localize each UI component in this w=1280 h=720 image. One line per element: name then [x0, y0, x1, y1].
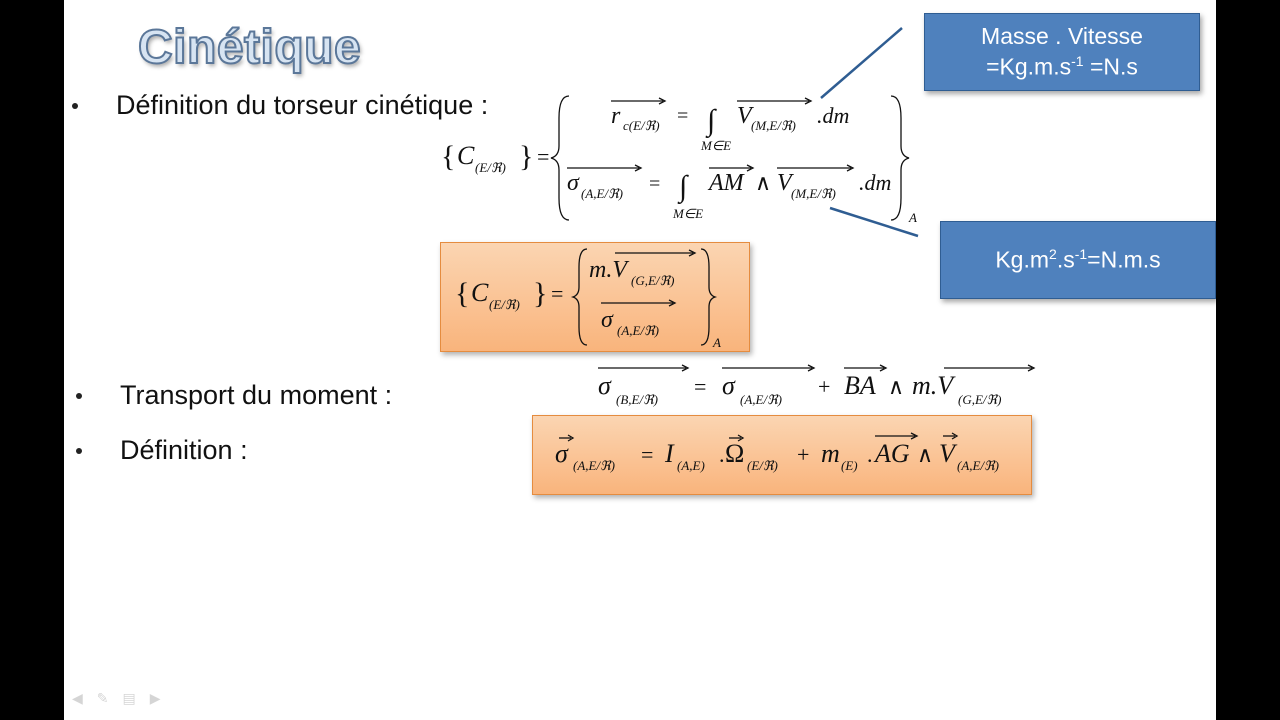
svg-text:A: A	[712, 335, 721, 350]
svg-text:m.V: m.V	[912, 371, 956, 400]
svg-text:Ω: Ω	[725, 439, 744, 468]
svg-text:∫: ∫	[677, 170, 689, 205]
svg-text:C: C	[457, 141, 475, 170]
bullet-text: Définition du torseur cinétique :	[116, 90, 489, 120]
svg-text:∧: ∧	[888, 374, 904, 399]
bullet-text: Définition :	[120, 435, 248, 465]
svg-text:(A,E/ℜ): (A,E/ℜ)	[957, 458, 999, 473]
formula-box-torseur: { C (E/ℜ) } = m.V (G,E/ℜ) σ (A,E/ℜ) A	[440, 242, 750, 352]
svg-text:{: {	[441, 140, 455, 173]
svg-text:V: V	[939, 439, 958, 468]
svg-text:c(E/ℜ): c(E/ℜ)	[623, 118, 660, 133]
svg-text:σ: σ	[555, 439, 569, 468]
svg-text:(A,E/ℜ): (A,E/ℜ)	[617, 323, 659, 338]
svg-text:σ: σ	[601, 307, 614, 333]
callout-moment-units: Kg.m2.s-1=N.m.s	[940, 221, 1216, 299]
svg-text:σ: σ	[567, 170, 580, 196]
svg-text:(M,E/ℜ): (M,E/ℜ)	[751, 118, 796, 133]
callout-line1: Masse . Vitesse	[981, 22, 1143, 49]
svg-text:}: }	[533, 277, 547, 310]
svg-text:+: +	[797, 442, 809, 467]
bullet-definition: Définition :	[76, 435, 248, 466]
svg-text:(A,E/ℜ): (A,E/ℜ)	[573, 458, 615, 473]
svg-text:=: =	[677, 105, 688, 127]
svg-text:V: V	[737, 103, 754, 129]
slide: Cinétique Définition du torseur cinétiqu…	[64, 0, 1216, 720]
svg-text:=: =	[537, 144, 549, 169]
callout-units: Kg.m2.s-1=N.m.s	[995, 245, 1161, 273]
svg-text:(A,E/ℜ): (A,E/ℜ)	[740, 392, 782, 407]
svg-text:m.V: m.V	[589, 257, 629, 283]
prev-icon[interactable]: ◀	[72, 690, 83, 706]
svg-text:(A,E): (A,E)	[677, 458, 705, 473]
svg-text:(M,E/ℜ): (M,E/ℜ)	[791, 186, 836, 201]
formula-box-definition: σ (A,E/ℜ) = I (A,E) . Ω (E/ℜ) + m (E) . …	[532, 415, 1032, 495]
svg-text:(A,E/ℜ): (A,E/ℜ)	[581, 186, 623, 201]
svg-text:.: .	[867, 442, 873, 467]
svg-text:(E/ℜ): (E/ℜ)	[489, 297, 520, 312]
svg-text:.dm: .dm	[817, 103, 849, 128]
menu-icon[interactable]: ▤	[122, 690, 136, 706]
svg-text:.dm: .dm	[859, 170, 891, 195]
svg-text:V: V	[777, 170, 794, 196]
bullet-dot	[76, 392, 82, 399]
svg-text:(B,E/ℜ): (B,E/ℜ)	[616, 392, 658, 407]
svg-text:(G,E/ℜ): (G,E/ℜ)	[958, 392, 1001, 407]
equation-torseur-definition: { C (E/ℜ) } = r c(E/ℜ) = ∫ M∈E V (M,E/ℜ)…	[441, 95, 917, 225]
svg-text:C: C	[471, 278, 489, 307]
svg-text:(E/ℜ): (E/ℜ)	[747, 458, 778, 473]
bullet-transport: Transport du moment :	[76, 380, 392, 411]
svg-text:=: =	[641, 442, 653, 467]
svg-text:+: +	[818, 374, 830, 399]
equation-transport-moment: σ (B,E/ℜ) = σ (A,E/ℜ) + BA ∧ m.V (G,E/ℜ)	[598, 364, 1036, 407]
bullet-torseur: Définition du torseur cinétique :	[72, 90, 488, 121]
svg-text:(E/ℜ): (E/ℜ)	[475, 160, 506, 175]
svg-text:I: I	[664, 439, 675, 468]
svg-text:M∈E: M∈E	[700, 138, 731, 153]
svg-text:∧: ∧	[755, 170, 771, 195]
svg-text:.: .	[719, 442, 725, 467]
svg-text:∫: ∫	[705, 104, 717, 139]
svg-text:σ: σ	[722, 371, 736, 400]
svg-text:∧: ∧	[917, 442, 933, 467]
svg-text:M∈E: M∈E	[672, 206, 703, 221]
svg-text:=: =	[694, 374, 706, 399]
svg-text:BA: BA	[844, 371, 876, 400]
svg-text:AG: AG	[873, 439, 910, 468]
slide-title: Cinétique	[137, 20, 362, 75]
equation-moment-definition: σ (A,E/ℜ) = I (A,E) . Ω (E/ℜ) + m (E) . …	[555, 432, 999, 473]
callout-line2: =Kg.m.s-1 =N.s	[986, 52, 1138, 80]
svg-text:(G,E/ℜ): (G,E/ℜ)	[631, 273, 674, 288]
callout-masse-vitesse: Masse . Vitesse =Kg.m.s-1 =N.s	[924, 13, 1200, 91]
svg-text:m: m	[821, 439, 840, 468]
svg-text:=: =	[551, 281, 563, 306]
bullet-dot	[76, 447, 82, 454]
svg-text:r: r	[611, 103, 621, 129]
svg-text:(E): (E)	[841, 458, 858, 473]
svg-text:AM: AM	[707, 170, 746, 196]
svg-text:A: A	[908, 210, 917, 225]
bullet-dot	[72, 102, 78, 109]
equation-torseur-compact: { C (E/ℜ) } = m.V (G,E/ℜ) σ (A,E/ℜ) A	[455, 248, 721, 350]
callout-connectors	[820, 27, 919, 238]
slideshow-controls: ◀ ✎ ▤ ▶	[72, 690, 161, 707]
pen-icon[interactable]: ✎	[96, 690, 109, 706]
svg-text:=: =	[649, 173, 660, 195]
svg-text:σ: σ	[598, 371, 612, 400]
bullet-text: Transport du moment :	[120, 380, 393, 410]
next-icon[interactable]: ▶	[149, 690, 161, 706]
svg-text:}: }	[519, 140, 533, 173]
svg-text:{: {	[455, 277, 469, 310]
